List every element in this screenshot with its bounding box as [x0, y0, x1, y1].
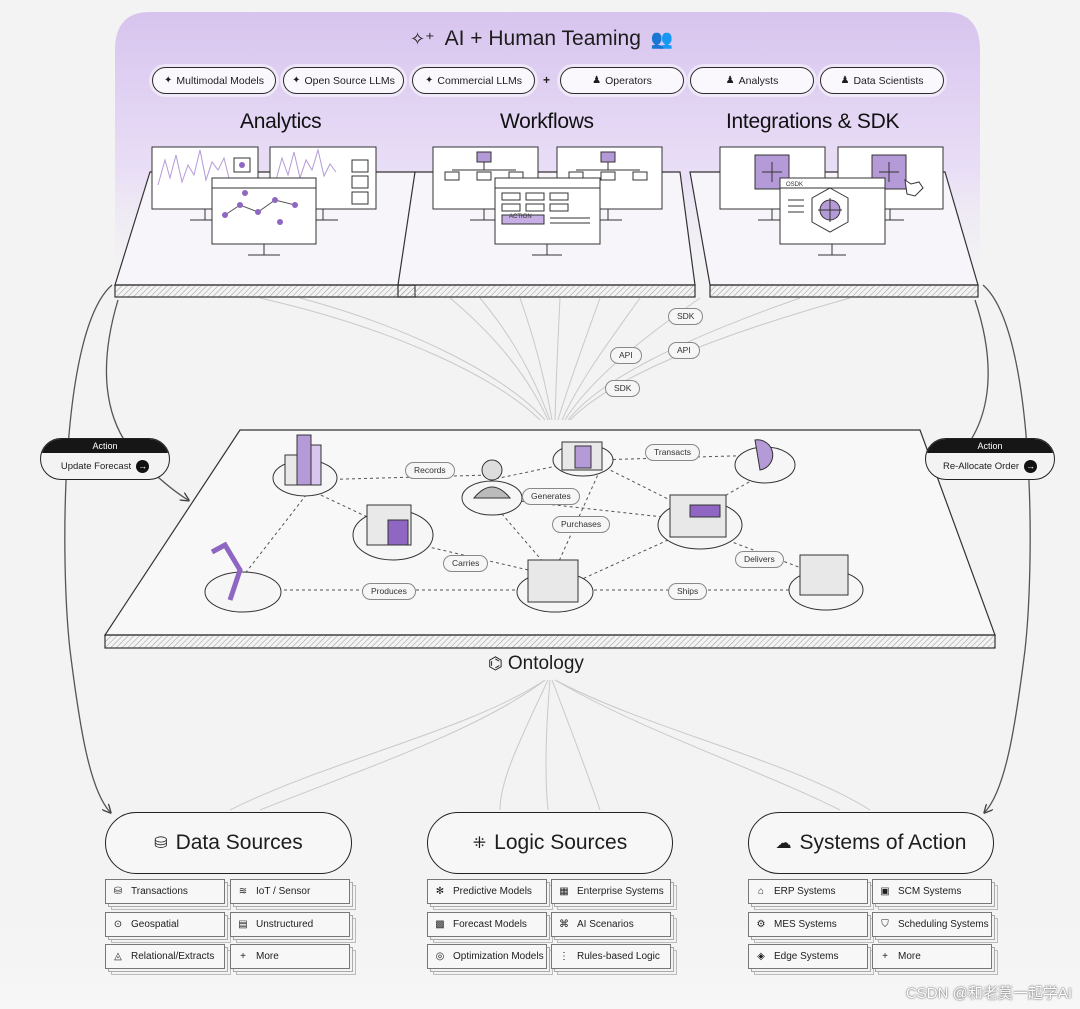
layers-icon: ◬ [114, 951, 122, 962]
edge-generates: Generates [522, 488, 580, 505]
action-header: Action [926, 439, 1054, 453]
logic-sources-header[interactable]: ⁜Logic Sources [427, 812, 673, 874]
pill-operators[interactable]: ♟Operators [560, 67, 684, 94]
flow-icon: ⁜ [472, 835, 487, 852]
arrow-right-icon: → [136, 459, 150, 473]
cloud-gear-icon: ☁ [775, 835, 792, 852]
plus-icon: + [882, 951, 888, 962]
people-icon: ♟ [592, 75, 602, 86]
logic-predictive-models[interactable]: ✻Predictive Models [427, 879, 547, 904]
system-scm[interactable]: ▣SCM Systems [872, 879, 992, 904]
systems-of-action-header[interactable]: ☁Systems of Action [748, 812, 994, 874]
asterisk-icon: ✻ [435, 886, 445, 897]
workflows-title: Workflows [500, 110, 594, 133]
workflows-monitors [432, 146, 663, 256]
source-more[interactable]: +More [230, 944, 350, 969]
logic-enterprise-systems[interactable]: ▦Enterprise Systems [551, 879, 671, 904]
pill-analysts[interactable]: ♟Analysts [690, 67, 814, 94]
source-transactions[interactable]: ⛁Transactions [105, 879, 225, 904]
pill-data-scientists[interactable]: ♟Data Scientists [820, 67, 944, 94]
sensor-icon: ≋ [238, 886, 248, 897]
source-relational-extracts[interactable]: ◬Relational/Extracts [105, 944, 225, 969]
rules-icon: ⋮ [559, 951, 569, 962]
action-header: Action [41, 439, 169, 453]
logic-optimization-models[interactable]: ◎Optimization Models [427, 944, 547, 969]
branch-icon: ⌘ [559, 919, 569, 930]
pin-icon: ⊙ [113, 919, 123, 930]
connector-api-left: API [610, 347, 642, 364]
people-icon: ♟ [840, 75, 850, 86]
grid-icon: ▦ [559, 886, 569, 897]
connector-sdk-bottom: SDK [605, 380, 641, 397]
system-edge[interactable]: ◈Edge Systems [748, 944, 868, 969]
integrations-monitors [719, 146, 944, 256]
chart-icon: ▩ [435, 919, 445, 930]
edge-carries: Carries [443, 555, 489, 572]
arrow-right-icon: → [1024, 459, 1038, 473]
sparkle-icon: ✦ [164, 75, 173, 86]
edge-produces: Produces [362, 583, 416, 600]
action-label: Re-Allocate Order [942, 460, 1020, 472]
people-icon: ♟ [725, 75, 735, 86]
logic-rules-based[interactable]: ⋮Rules-based Logic [551, 944, 671, 969]
system-more[interactable]: +More [872, 944, 992, 969]
teaming-title: AI + Human Teaming [444, 27, 641, 50]
sparkle-icon: ✧⁺ [410, 28, 435, 49]
pill-multimodal-models[interactable]: ✦Multimodal Models [152, 67, 276, 94]
database-icon: ⛁ [113, 886, 123, 897]
people-icon: 👥 [650, 28, 674, 49]
building-icon: ⌂ [757, 886, 765, 897]
gear-icon: ⚙ [756, 919, 766, 930]
system-mes[interactable]: ⚙MES Systems [748, 912, 868, 937]
mockup-osdk-label: OSDK [786, 182, 804, 188]
edge-records: Records [405, 462, 455, 479]
pill-open-source-llms[interactable]: ✦Open Source LLMs [283, 67, 404, 94]
edge-delivers: Delivers [735, 551, 784, 568]
target-icon: ◎ [435, 951, 445, 962]
ontology-icon: ⌬ [488, 654, 503, 673]
mockup-action-button: ACTION [509, 214, 532, 220]
shield-icon: ⛉ [881, 919, 889, 930]
source-iot-sensor[interactable]: ≋IoT / Sensor [230, 879, 350, 904]
analytics-monitors [151, 146, 377, 256]
action-reallocate-order[interactable]: Action Re-Allocate Order → [925, 438, 1055, 480]
logic-ai-scenarios[interactable]: ⌘AI Scenarios [551, 912, 671, 937]
system-erp[interactable]: ⌂ERP Systems [748, 879, 868, 904]
analytics-title: Analytics [240, 110, 322, 133]
action-label: Update Forecast [60, 460, 132, 472]
diamond-icon: ◈ [757, 951, 765, 962]
plus-separator: + [543, 73, 551, 87]
teaming-header: ✧⁺ AI + Human Teaming 👥 [410, 27, 673, 51]
source-unstructured[interactable]: ▤Unstructured [230, 912, 350, 937]
plus-icon: + [240, 951, 246, 962]
watermark: CSDN @和老莫一起学AI [905, 985, 1072, 1002]
ontology-nodes [204, 434, 864, 613]
document-icon: ▤ [238, 919, 248, 930]
box-icon: ▣ [880, 886, 890, 897]
system-scheduling[interactable]: ⛉Scheduling Systems [872, 912, 992, 937]
edge-ships: Ships [668, 583, 708, 600]
flow-arrow-right-down [982, 284, 1031, 812]
edge-transacts: Transacts [645, 444, 701, 461]
sparkle-icon: ✦ [425, 75, 434, 86]
data-sources-header[interactable]: ⛁Data Sources [105, 812, 352, 874]
sparkle-icon: ✦ [292, 75, 301, 86]
edge-purchases: Purchases [552, 516, 611, 533]
logic-forecast-models[interactable]: ▩Forecast Models [427, 912, 547, 937]
flow-arrow-left-down [64, 284, 113, 812]
action-update-forecast[interactable]: Action Update Forecast → [40, 438, 170, 480]
integrations-title: Integrations & SDK [726, 110, 900, 133]
database-icon: ⛁ [154, 835, 168, 852]
connector-api-right: API [668, 342, 700, 359]
ontology-label: ⌬ Ontology [488, 653, 584, 674]
source-geospatial[interactable]: ⊙Geospatial [105, 912, 225, 937]
connector-sdk-top: SDK [668, 308, 704, 325]
pill-commercial-llms[interactable]: ✦Commercial LLMs [412, 67, 535, 94]
ontology-platform [103, 429, 996, 649]
